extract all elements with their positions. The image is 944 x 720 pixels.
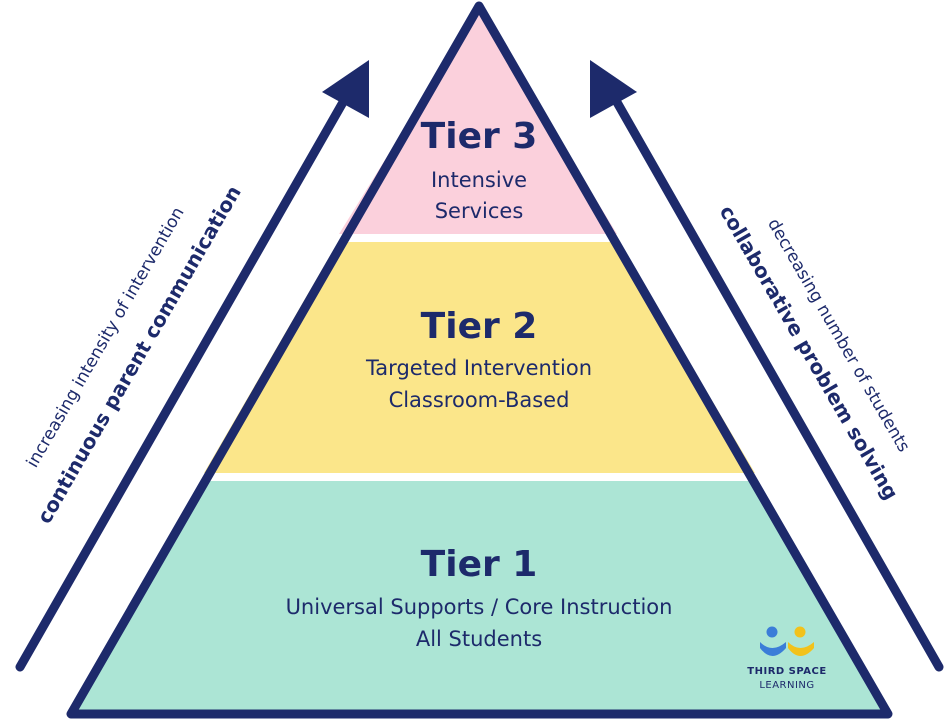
right-arrowhead-icon: [590, 60, 637, 118]
tier-1-line-1: Universal Supports / Core Instruction: [286, 595, 673, 619]
pyramid-outline: [66, 1, 893, 719]
tier-3-band: [339, 8, 617, 234]
tier-2-line-2: Classroom-Based: [389, 388, 570, 412]
logo-line-2: LEARNING: [759, 680, 814, 691]
tier-1-band: [74, 481, 885, 712]
left-up-arrow: [15, 60, 369, 672]
left-arrowhead-icon: [322, 60, 369, 118]
tier-1-line-2: All Students: [416, 627, 542, 651]
tier-2-line-1: Targeted Intervention: [365, 356, 592, 380]
tier-3-line-1: Intensive: [431, 168, 527, 192]
tier-1-title: Tier 1: [421, 544, 538, 585]
third-space-learning-logo: THIRD SPACE LEARNING: [747, 626, 826, 691]
tier-3-line-2: Services: [435, 199, 524, 223]
left-arrow-big-label: continuous parent communication: [32, 181, 246, 527]
logo-line-1: THIRD SPACE: [747, 666, 826, 677]
right-up-arrow: [590, 60, 944, 672]
tier-2-band: [204, 242, 755, 473]
tier-2-title: Tier 2: [421, 306, 538, 347]
logo-people-icon: [760, 626, 814, 656]
tier-3-title: Tier 3: [421, 116, 538, 157]
